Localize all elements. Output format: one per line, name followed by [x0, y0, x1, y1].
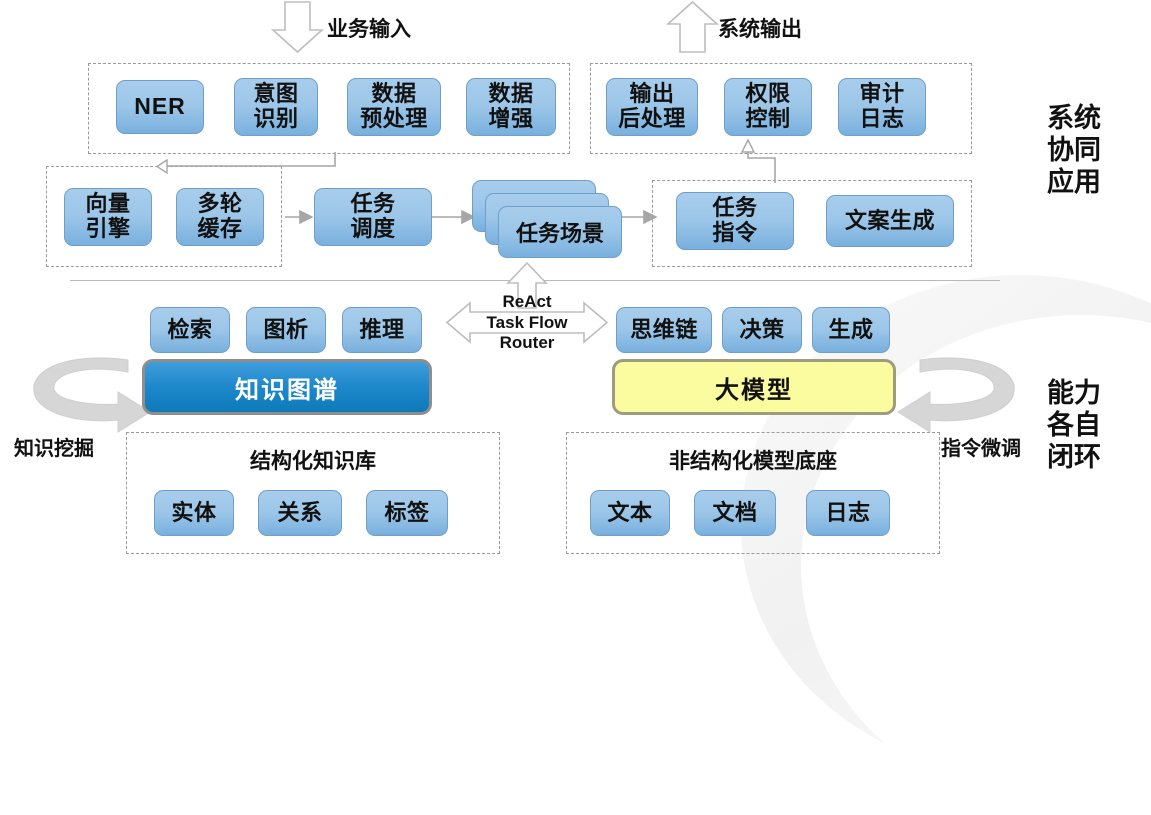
node-llm-generation[interactable]: 生成 — [812, 307, 890, 353]
node-multiturn-cache-line2: 缓存 — [197, 216, 243, 241]
task-scenario-card-front[interactable]: 任务场景 — [498, 206, 622, 258]
node-document[interactable]: 文档 — [694, 490, 776, 536]
node-knowledge-graph[interactable]: 知识图谱 — [142, 359, 432, 415]
node-audit-log-line2: 日志 — [859, 106, 905, 131]
group-structured-base: 结构化知识库 — [126, 432, 500, 554]
node-vector-engine-line1: 向量 — [85, 191, 131, 217]
node-intent-recognition[interactable]: 意图 识别 — [234, 78, 318, 136]
node-data-augment[interactable]: 数据 增强 — [466, 78, 556, 136]
node-task-scheduler[interactable]: 任务 调度 — [314, 188, 432, 246]
side-label-lower-line2: 各自 — [1047, 409, 1101, 440]
structured-base-title: 结构化知识库 — [250, 450, 376, 473]
router-label-line1: ReAct — [502, 292, 552, 311]
group-output-pipeline — [590, 63, 972, 154]
node-task-instruction-line2: 指令 — [712, 220, 758, 245]
side-label-lower: 能力 各自 闭环 — [1047, 378, 1101, 474]
unstructured-base-title: 非结构化模型底座 — [669, 450, 837, 473]
router-label: ReAct Task Flow Router — [467, 292, 587, 354]
node-task-instruction[interactable]: 任务 指令 — [676, 192, 794, 250]
node-output-postprocess-line2: 后处理 — [618, 106, 686, 131]
node-task-instruction-line1: 任务 — [712, 195, 758, 221]
node-audit-log[interactable]: 审计 日志 — [838, 78, 926, 136]
node-large-model[interactable]: 大模型 — [612, 359, 896, 415]
node-task-scenario-label: 任务场景 — [515, 221, 604, 246]
node-data-preprocess-line1: 数据 — [371, 81, 417, 107]
node-tag[interactable]: 标签 — [366, 490, 448, 536]
node-output-postprocess[interactable]: 输出 后处理 — [606, 78, 698, 136]
node-data-preprocess[interactable]: 数据 预处理 — [347, 78, 441, 136]
side-label-upper-line3: 应用 — [1047, 166, 1101, 197]
node-permission-control-line1: 权限 — [745, 81, 791, 107]
side-label-upper-line2: 协同 — [1047, 134, 1101, 165]
node-kg-graph-analysis[interactable]: 图析 — [246, 307, 326, 353]
node-data-augment-line2: 增强 — [488, 106, 534, 131]
node-data-augment-line1: 数据 — [488, 81, 534, 107]
node-permission-control[interactable]: 权限 控制 — [724, 78, 812, 136]
node-vector-engine-line2: 引擎 — [85, 216, 131, 241]
node-ner[interactable]: NER — [116, 80, 204, 134]
node-task-scheduler-line2: 调度 — [350, 216, 396, 241]
node-intent-recognition-line2: 识别 — [253, 106, 299, 131]
node-text[interactable]: 文本 — [590, 490, 670, 536]
node-data-preprocess-line2: 预处理 — [360, 106, 428, 131]
node-output-postprocess-line1: 输出 — [629, 81, 675, 107]
node-log[interactable]: 日志 — [806, 490, 890, 536]
loop-label-knowledge-mining: 知识挖掘 — [14, 438, 94, 460]
node-copy-generation[interactable]: 文案生成 — [826, 195, 954, 247]
flow-input-caption: 业务输入 — [327, 18, 411, 41]
node-llm-decision[interactable]: 决策 — [722, 307, 802, 353]
node-entity[interactable]: 实体 — [154, 490, 234, 536]
node-permission-control-line2: 控制 — [745, 106, 791, 131]
section-divider — [70, 280, 1000, 281]
node-relation[interactable]: 关系 — [258, 490, 342, 536]
node-task-scenario-stack[interactable]: 任务场景 — [472, 180, 622, 260]
side-label-lower-line3: 闭环 — [1047, 441, 1101, 472]
node-intent-recognition-line1: 意图 — [253, 81, 299, 107]
side-label-lower-line1: 能力 — [1047, 378, 1101, 408]
loop-label-instruction-tuning: 指令微调 — [941, 438, 1021, 460]
side-label-upper-line1: 系统 — [1047, 103, 1101, 133]
node-kg-reasoning[interactable]: 推理 — [342, 307, 422, 353]
node-llm-cot[interactable]: 思维链 — [616, 307, 712, 353]
router-label-line3: Router — [499, 333, 555, 353]
node-vector-engine[interactable]: 向量 引擎 — [64, 188, 152, 246]
node-multiturn-cache-line1: 多轮 — [197, 191, 243, 217]
group-unstructured-base: 非结构化模型底座 — [566, 432, 940, 554]
node-task-scheduler-line1: 任务 — [350, 191, 396, 217]
node-audit-log-line1: 审计 — [859, 81, 905, 107]
diagram-canvas: 业务输入 系统输出 NER 意图 识别 数据 预处理 数据 增强 输出 后处理 … — [14, 0, 1151, 775]
flow-output-caption: 系统输出 — [718, 18, 802, 41]
side-label-upper: 系统 协同 应用 — [1047, 103, 1101, 199]
node-multiturn-cache[interactable]: 多轮 缓存 — [176, 188, 264, 246]
router-label-line2: Task Flow — [486, 312, 568, 332]
node-kg-retrieval[interactable]: 检索 — [150, 307, 230, 353]
